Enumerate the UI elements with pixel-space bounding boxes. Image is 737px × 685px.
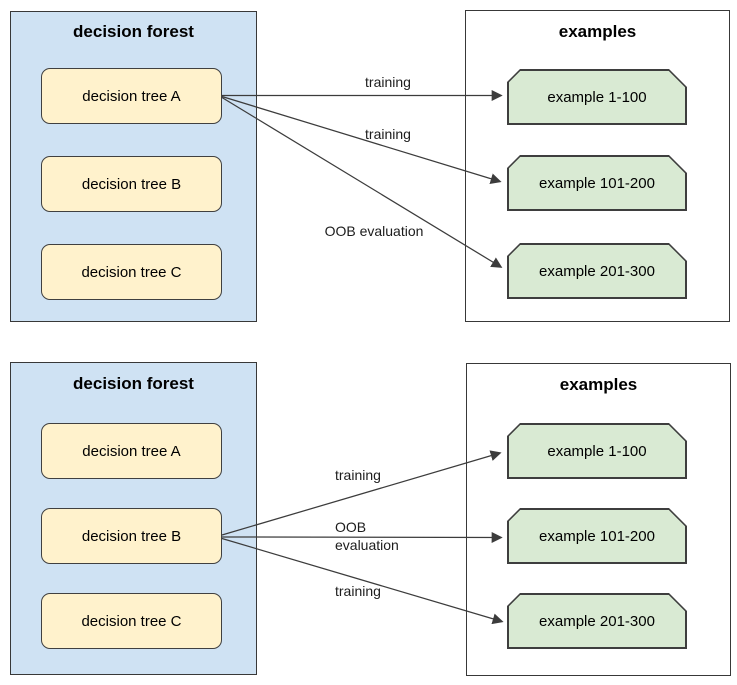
example-201-300-label: example 201-300: [539, 612, 655, 630]
example-box-fill: [509, 510, 686, 563]
example-201-300-box: example 201-300: [507, 593, 687, 649]
decision-tree-c-label: decision tree C: [81, 612, 182, 630]
decision-tree-b-label: decision tree B: [81, 175, 182, 193]
arrow-label-training-2: training: [335, 583, 381, 599]
decision-tree-b-box: decision tree B: [41, 156, 222, 212]
decision-tree-c-box: decision tree C: [41, 593, 222, 649]
examples-title: examples: [559, 375, 638, 394]
example-101-200-box: example 101-200: [507, 155, 687, 211]
decision-forest-title: decision forest: [73, 22, 194, 41]
arrow-label-oob-evaluation: OOB evaluation: [335, 519, 399, 553]
example-1-100-label: example 1-100: [547, 442, 647, 460]
arrow-treeA-to-example3-oob: [221, 96, 503, 268]
decision-forest-title: decision forest: [73, 374, 194, 393]
decision-tree-c-box: decision tree C: [41, 244, 222, 300]
decision-tree-b-box: decision tree B: [41, 508, 222, 564]
example-1-100-box: example 1-100: [507, 423, 687, 479]
example-1-100-box: example 1-100: [507, 69, 687, 125]
example-201-300-box: example 201-300: [507, 243, 687, 299]
arrow-label-training-2: training: [365, 126, 411, 142]
decision-tree-a-box: decision tree A: [41, 68, 222, 124]
example-box-fill: [509, 245, 686, 298]
example-201-300-label: example 201-300: [539, 262, 655, 280]
arrow-label-oob-evaluation: OOB evaluation: [324, 223, 424, 239]
decision-tree-a-label: decision tree A: [82, 442, 181, 460]
example-box-fill: [509, 595, 686, 648]
decision-tree-b-label: decision tree B: [81, 527, 182, 545]
decision-tree-a-label: decision tree A: [82, 87, 181, 105]
example-101-200-box: example 101-200: [507, 508, 687, 564]
example-box-fill: [509, 425, 686, 478]
example-box-fill: [509, 71, 686, 124]
decision-tree-c-label: decision tree C: [81, 263, 182, 281]
examples-title: examples: [558, 22, 637, 41]
example-101-200-label: example 101-200: [539, 527, 655, 545]
arrow-label-training-1: training: [365, 74, 411, 90]
decision-tree-a-box: decision tree A: [41, 423, 222, 479]
arrow-label-training-1: training: [335, 467, 381, 483]
example-box-fill: [509, 157, 686, 210]
example-1-100-label: example 1-100: [547, 88, 647, 106]
example-101-200-label: example 101-200: [539, 174, 655, 192]
